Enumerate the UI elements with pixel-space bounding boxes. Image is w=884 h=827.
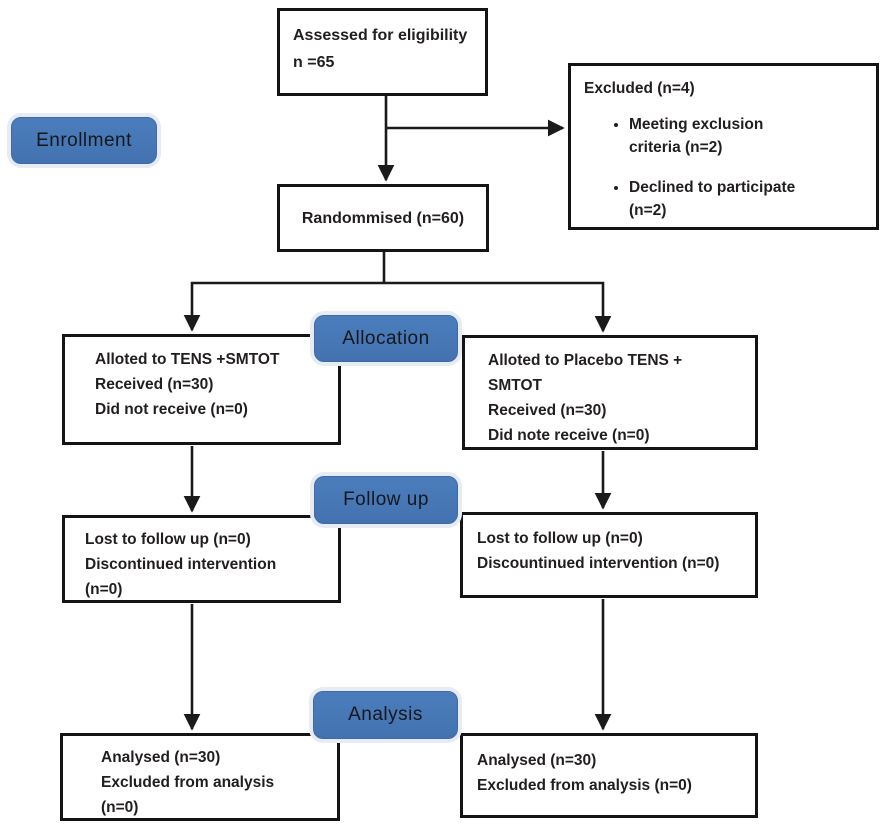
box-text-line: Received (n=30) <box>95 376 214 393</box>
allocation-stage-badge: Allocation <box>314 315 458 362</box>
box-text-line: Randommised (n=60) <box>301 209 465 227</box>
box-text-line: Alloted to Placebo TENS + <box>488 352 683 369</box>
analysis-right-box: Analysed (n=30) Excluded from analysis (… <box>460 733 758 818</box>
box-text-line: Discontinued intervention <box>85 556 277 573</box>
box-text-line: n =65 <box>293 54 335 71</box>
excluded-bullet-item: Declined to participate (n=2) <box>629 176 817 222</box>
stage-label: Allocation <box>342 327 430 349</box>
box-text-line: Analysed (n=30) <box>477 752 597 769</box>
stage-label: Enrollment <box>36 129 132 151</box>
box-text-line: (n=0) <box>101 799 139 816</box>
randomised-box: Randommised (n=60) <box>277 184 489 252</box>
box-text-line: Excluded from analysis <box>101 774 275 791</box>
allocation-right-box: Alloted to Placebo TENS + SMTOT Received… <box>462 335 758 450</box>
allocation-left-box: Alloted to TENS +SMTOT Received (n=30) D… <box>62 334 341 445</box>
box-text-line: Analysed (n=30) <box>101 749 221 766</box>
excluded-title: Excluded (n=4) <box>584 80 695 97</box>
enrollment-stage-badge: Enrollment <box>11 117 157 164</box>
box-text-line: (n=0) <box>85 581 123 598</box>
excluded-bullet-list: Meeting exclusion criteria (n=2) Decline… <box>584 113 868 222</box>
box-text-line: Excluded from analysis (n=0) <box>477 777 692 794</box>
excluded-box: Excluded (n=4) Meeting exclusion criteri… <box>568 63 879 230</box>
followup-stage-badge: Follow up <box>314 476 458 524</box>
box-text-line: Lost to follow up (n=0) <box>85 531 251 548</box>
box-text-line: Assessed for eligibility <box>293 27 468 44</box>
box-text-line: Did not receive (n=0) <box>95 401 248 418</box>
stage-label: Analysis <box>348 704 423 725</box>
assessed-for-eligibility-box: Assessed for eligibility n =65 <box>277 8 488 96</box>
box-text-line: Discountinued intervention (n=0) <box>477 555 720 572</box>
stage-label: Follow up <box>343 489 429 510</box>
box-text-line: Alloted to TENS +SMTOT <box>95 351 280 368</box>
box-text-line: Received (n=30) <box>488 402 607 419</box>
box-text-line: Lost to follow up (n=0) <box>477 530 643 547</box>
excluded-bullet-item: Meeting exclusion criteria (n=2) <box>629 113 817 159</box>
followup-left-box: Lost to follow up (n=0) Discontinued int… <box>62 515 341 603</box>
box-text-line: SMTOT <box>488 377 542 394</box>
followup-right-box: Lost to follow up (n=0) Discountinued in… <box>460 512 758 598</box>
analysis-left-box: Analysed (n=30) Excluded from analysis (… <box>60 733 340 821</box>
box-text-line: Did note receive (n=0) <box>488 427 650 444</box>
analysis-stage-badge: Analysis <box>313 691 458 739</box>
